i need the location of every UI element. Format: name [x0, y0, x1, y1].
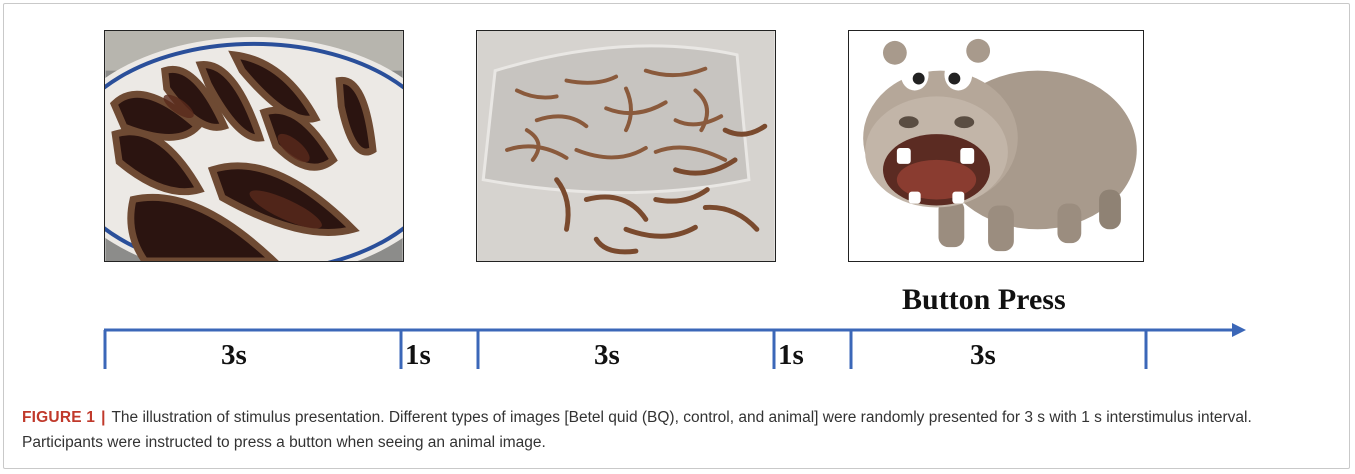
hippo-cartoon-icon: [849, 31, 1143, 261]
segment-duration-label: 3s: [970, 339, 996, 372]
segment-duration-label: 1s: [405, 339, 431, 372]
segment-duration-label: 3s: [221, 339, 247, 372]
betel-quid-photo-icon: [105, 31, 403, 261]
caption-text: The illustration of stimulus presentatio…: [22, 409, 1252, 451]
segment-duration-label: 3s: [594, 339, 620, 372]
figure-label: FIGURE 1: [22, 409, 95, 426]
betel-quid-image: [104, 30, 404, 262]
control-image-photo-icon: [477, 31, 775, 261]
animal-image: [848, 30, 1144, 262]
segment-duration-label: 1s: [778, 339, 804, 372]
button-press-label: Button Press: [902, 283, 1066, 317]
figure-separator: |: [101, 409, 105, 426]
control-image: [476, 30, 776, 262]
figure-caption: FIGURE 1 |The illustration of stimulus pr…: [22, 405, 1327, 455]
